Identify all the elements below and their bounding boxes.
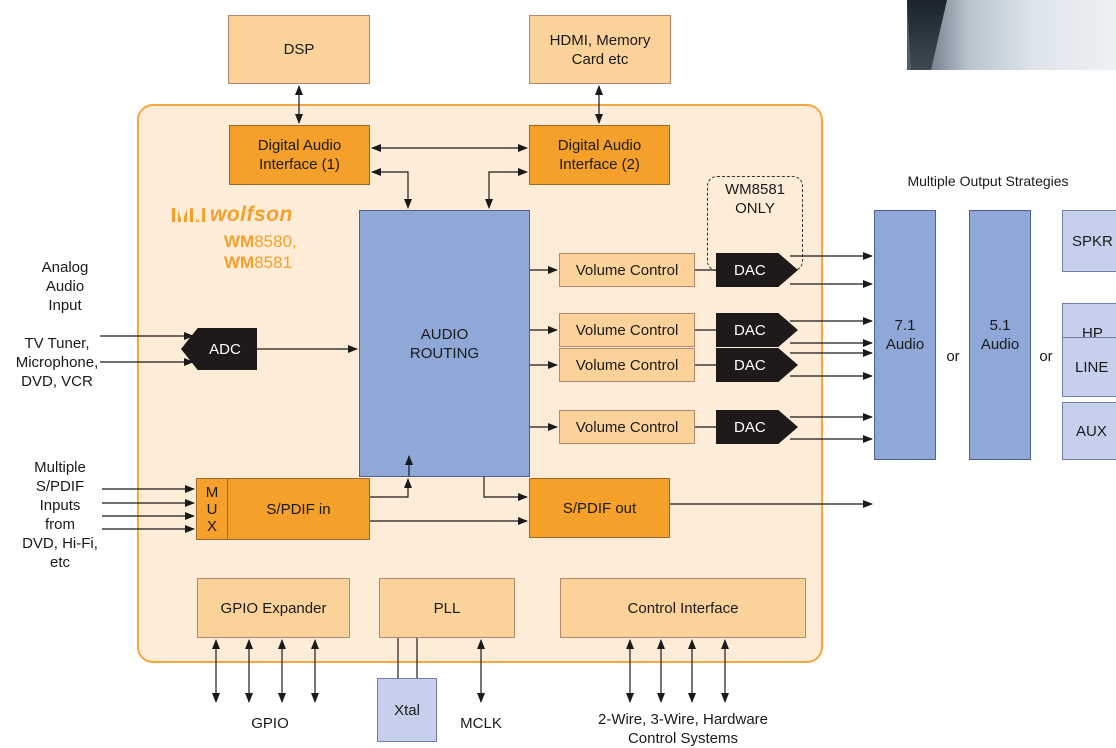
spdif-input-line2: S/PDIF (35, 478, 85, 495)
audio-routing-label-line1: AUDIO (420, 325, 469, 343)
control-systems-label: 2-Wire, 3-Wire, Hardware Control Systems (548, 710, 818, 748)
output-aux: AUX (1062, 402, 1116, 460)
dai1-label-line1: Digital Audio (257, 137, 342, 154)
hdmi-memory-card-block: HDMI, Memory Card etc (529, 15, 671, 84)
control-systems-line2: Control Systems (627, 730, 739, 747)
digital-audio-interface-2: Digital Audio Interface (2) (529, 125, 670, 185)
gpio-text: GPIO (251, 715, 289, 732)
dac-3: DAC (716, 348, 798, 382)
wm8581-only-line1: WM8581 (724, 181, 786, 198)
dac-label: DAC (734, 418, 766, 436)
tv-line1: TV Tuner, (24, 335, 90, 352)
audio-7-1-line1: 7.1 (894, 317, 916, 334)
dsp-label: DSP (283, 41, 315, 58)
volume-control-3: Volume Control (559, 348, 695, 382)
output-line: LINE (1062, 337, 1116, 397)
gpio-expander-block: GPIO Expander (197, 578, 350, 638)
mux-letter-x: X (206, 517, 217, 535)
volume-control-label: Volume Control (575, 418, 679, 436)
analog-line1: Analog (41, 259, 89, 276)
logo-part-wm8580: WM8580, (224, 232, 297, 251)
spdif-input-line6: etc (49, 554, 70, 571)
volume-control-label: Volume Control (575, 356, 679, 374)
logo-part2-prefix: WM (224, 253, 255, 272)
spdif-input-line1: Multiple (34, 459, 86, 476)
or-text: or (946, 348, 960, 365)
logo-part2-number: 8581 (254, 253, 293, 272)
output-spkr-label: SPKR (1072, 232, 1113, 250)
output-spkr: SPKR (1062, 210, 1116, 272)
spdif-input-line5: DVD, Hi-Fi, (22, 535, 98, 552)
spdif-input-line3: Inputs (39, 497, 81, 514)
dac-label: DAC (734, 356, 766, 374)
dai1-label-line2: Interface (1) (259, 156, 340, 173)
control-systems-line1: 2-Wire, 3-Wire, Hardware (597, 711, 769, 728)
hdmi-label-line1: HDMI, Memory (549, 31, 651, 49)
audio-routing-label-line2: ROUTING (409, 344, 480, 362)
digital-audio-interface-1: Digital Audio Interface (1) (229, 125, 370, 185)
logo-part1-prefix: WM (224, 232, 255, 251)
mclk-text: MCLK (460, 715, 502, 732)
gpio-label: GPIO (230, 714, 310, 733)
audio-routing-block: AUDIO ROUTING (359, 210, 530, 477)
audio-5-1-line2: Audio (980, 336, 1020, 353)
volume-control-label: Volume Control (575, 321, 679, 339)
tv-tuner-label: TV Tuner, Microphone, DVD, VCR (2, 334, 112, 391)
dac-1: DAC (716, 253, 798, 287)
dac-4: DAC (716, 410, 798, 444)
volume-control-2: Volume Control (559, 313, 695, 347)
or-text: or (1039, 348, 1053, 365)
xtal-label: Xtal (394, 701, 420, 719)
mclk-label: MCLK (446, 714, 516, 733)
logo-brand-text: wolfson (210, 203, 293, 226)
wm8581-only-label: WM8581 ONLY (707, 180, 803, 218)
spdif-out-block: S/PDIF out (529, 478, 670, 538)
or-label-1: or (940, 347, 966, 366)
control-interface-label: Control Interface (627, 599, 739, 617)
spdif-out-label: S/PDIF out (562, 499, 637, 517)
analog-line2: Audio (45, 278, 85, 295)
hdmi-label-line2: Card etc (571, 50, 629, 68)
volume-control-1: Volume Control (559, 253, 695, 287)
spdif-in-block: S/PDIF in (227, 478, 370, 540)
spdif-inputs-label: Multiple S/PDIF Inputs from DVD, Hi-Fi, … (10, 458, 110, 572)
pll-block: PLL (379, 578, 515, 638)
wolfson-logo: wolfson (172, 203, 293, 227)
audio-7-1-block: 7.1 Audio (874, 210, 936, 460)
logo-part1-number: 8580, (254, 232, 297, 251)
control-interface-block: Control Interface (560, 578, 806, 638)
spdif-in-label: S/PDIF in (266, 500, 331, 518)
dac-2: DAC (716, 313, 798, 347)
output-line-label: LINE (1075, 358, 1109, 376)
output-strategies-title-text: Multiple Output Strategies (907, 173, 1069, 189)
dsp-block: DSP (228, 15, 370, 84)
analog-line3: Input (48, 297, 82, 314)
analog-audio-input-label: Analog Audio Input (20, 258, 110, 315)
wm8581-only-line2: ONLY (735, 200, 775, 217)
dai2-label-line1: Digital Audio (557, 137, 642, 154)
audio-5-1-line1: 5.1 (989, 317, 1011, 334)
adc-label: ADC (209, 340, 241, 358)
tv-line3: DVD, VCR (21, 373, 93, 390)
volume-control-4: Volume Control (559, 410, 695, 444)
dac-label: DAC (734, 261, 766, 279)
output-aux-label: AUX (1076, 422, 1107, 440)
mux-letter-m: M (205, 483, 219, 501)
output-strategies-title: Multiple Output Strategies (860, 173, 1116, 217)
dai2-label-line2: Interface (2) (559, 156, 640, 173)
gpio-expander-label: GPIO Expander (220, 599, 327, 617)
audio-5-1-block: 5.1 Audio (969, 210, 1031, 460)
volume-control-label: Volume Control (575, 261, 679, 279)
or-label-2: or (1033, 347, 1059, 366)
xtal-block: Xtal (377, 678, 437, 742)
pll-label: PLL (433, 599, 461, 617)
dac-label: DAC (734, 321, 766, 339)
logo-part-wm8581: WM8581 (224, 253, 292, 272)
spdif-input-line4: from (45, 516, 75, 533)
tv-line2: Microphone, (15, 354, 99, 371)
mux-letter-u: U (206, 500, 218, 518)
audio-7-1-line2: Audio (885, 336, 925, 353)
